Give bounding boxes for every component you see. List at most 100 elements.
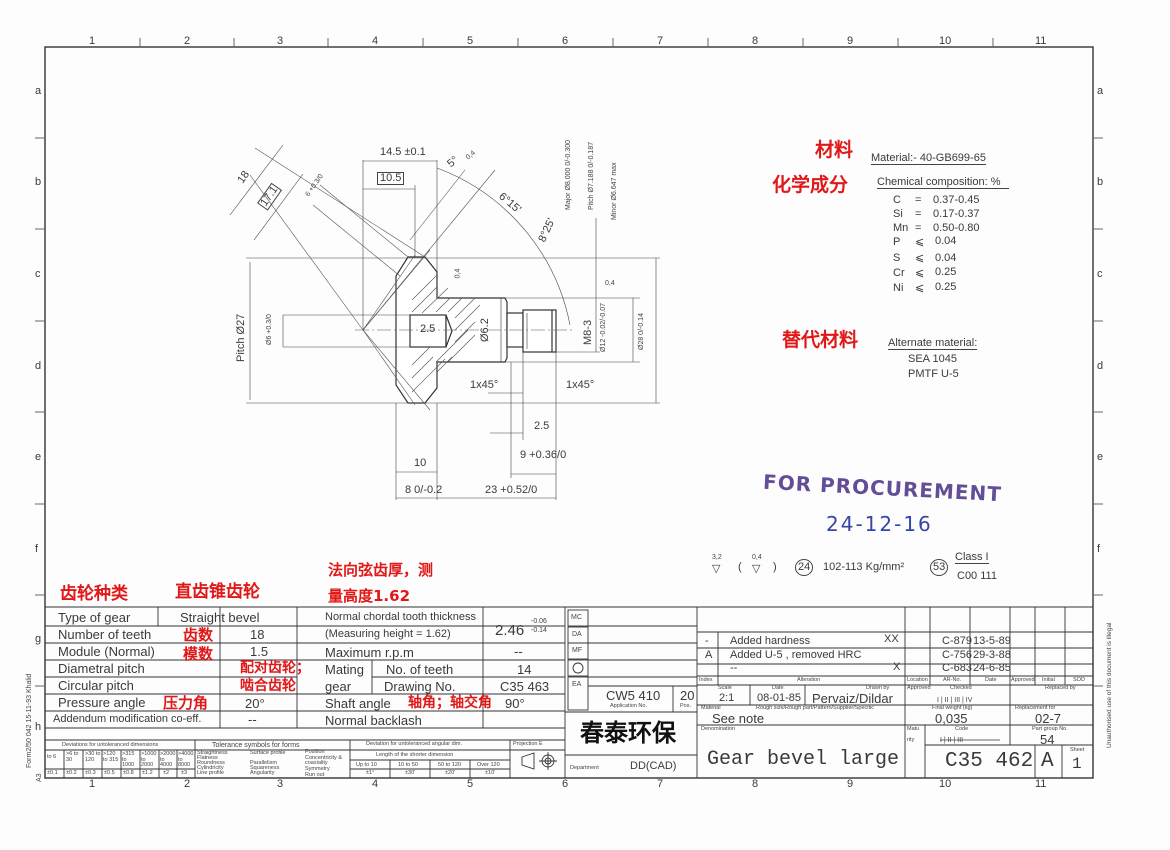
header-initial: Initial [1042,677,1055,683]
annotation-cn: 直齿锥齿轮 [175,582,260,602]
range: >315 to 1000 [122,751,135,768]
drawing-no-label: Drawing No. [384,679,456,694]
header-alteration: Alteration [797,677,821,683]
checked-label: Checked [950,685,972,691]
alternate-material: PMTF U-5 [908,368,959,380]
angle-range: 10 to 50 [398,762,418,768]
form-number-text: Form2/50 042 15-11-93 Khalid [26,673,33,768]
position-label: Pos. [680,703,692,709]
zone-row-label: c [1097,268,1103,280]
symbol-name: Angularity [250,770,275,776]
operator: = [915,194,922,206]
zone-column-label: 4 [372,778,379,790]
row-label: Number of teeth [58,627,152,642]
department-label: Department [570,765,599,771]
denomination-label: Denomination [701,726,735,732]
symbol-name: Position [305,749,325,755]
zone-column-label: 5 [467,778,474,790]
zone-column-label: 6 [562,778,569,790]
annotation-cn: 轴角；轴交角 [408,695,492,711]
scale-label: Scale [718,685,732,691]
symbol-name: Roundness [197,760,225,766]
chordal-label: (Measuring height = 1.62) [325,628,451,640]
shaft-value: 90° [505,696,525,711]
roughness-general: 3,2 [712,554,722,561]
annotation-cn: 材料 [815,139,854,161]
backlash-label: Normal backlash [325,713,422,728]
alteration-date: 13-5-89 [973,635,1011,647]
zone-row-label: b [35,176,42,188]
dim-label: 2.5 [534,420,550,432]
operator: = [915,222,922,234]
zone-row-label: h [35,721,42,733]
dim-label: 8 0/-0.2 [405,484,443,496]
copyright-notice: Unauthorised use of this document is ill… [1106,622,1113,748]
deviation: ±3 [181,770,188,776]
part-group-label: Part group No. [1032,726,1068,732]
operator: = [915,208,922,220]
symbol-name: Cylindricity [197,765,224,771]
alteration-mark: X [893,661,901,673]
value: 0.25 [935,281,957,293]
department: DD(CAD) [630,760,677,772]
value: 0.25 [935,266,957,278]
thread-note: Pitch Ø7.188 0/-0.187 [588,141,595,210]
deviation: ±1.2 [142,770,153,776]
annotation-cn: 齿轮种类 [60,584,128,604]
row-value: -- [248,712,257,727]
section-hatching [411,274,481,393]
chordal-tol-upper: -0.06 [531,618,547,625]
part-name: Gear bevel large [707,748,900,771]
dim-label: 23 +0.52/0 [485,484,538,496]
application-label: Application No. [610,703,647,709]
annotation-cn: 量高度1.62 [328,587,411,605]
dim-label: Ø6 +0.3/0 [266,314,273,345]
class-code: C00 111 [957,570,997,582]
chordal-tol-lower: -0.14 [531,627,547,634]
alteration-date: 29-3-88 [973,649,1011,661]
zone-column-label: 8 [752,778,759,790]
symbol-name: Squareness [250,765,280,771]
sheet-label: Sheet [1070,747,1085,753]
zone-row-label: g [35,633,42,645]
alteration-text: -- [730,662,738,674]
zone-row-label: d [35,360,42,372]
element: P [893,236,901,248]
replaced-by-label: Replaced by [1045,685,1076,691]
chordal-value: 2.46 [495,622,525,639]
operator: ⩽ [915,252,925,264]
zone-ticks [35,38,1103,687]
sheet-size-label: A3 [36,773,43,782]
final-weight-label: Final weight (kg) [932,705,973,711]
operator: ⩽ [915,267,925,279]
angle-range: 50 to 120 [438,762,461,768]
row-label: Pressure angle [58,695,146,710]
symbol-name: Concentricity & coaxiality [305,754,342,766]
value: 0.17-0.37 [933,208,980,220]
dim-label: M8-3 [582,319,594,345]
zone-column-label: 4 [372,35,379,47]
drawing-no-value: C35 463 [500,679,550,694]
header-ar: AR-No. [943,677,962,683]
replacement-value: 02-7 [1035,711,1062,726]
material-spec: Material:- 40-GB699-65 [871,152,986,165]
drawn-by-label: Drawn by [866,685,890,691]
rpm-value: -- [514,644,523,659]
zone-column-label: 11 [1035,35,1047,47]
alteration-text: Added U-5 , removed HRC [730,649,862,661]
angle-deviation: ±10' [485,770,496,776]
alteration-ar: C-683 [942,662,972,674]
value: 0.04 [935,235,957,247]
deviation: ±0.5 [104,770,115,776]
zone-column-label: 7 [657,35,664,47]
range: >4000 to 8000 [178,751,194,768]
range: >2000 to 4000 [160,751,176,768]
operator: ⩽ [915,282,925,294]
alternate-material: SEA 1045 [908,353,957,365]
header-approved: Approved [1011,677,1035,683]
angular-subtitle: Length of the shorter dimension [376,752,454,758]
zone-row-label: e [1097,451,1104,463]
zone-column-label: 5 [467,35,474,47]
zone-row-label: c [35,268,41,280]
